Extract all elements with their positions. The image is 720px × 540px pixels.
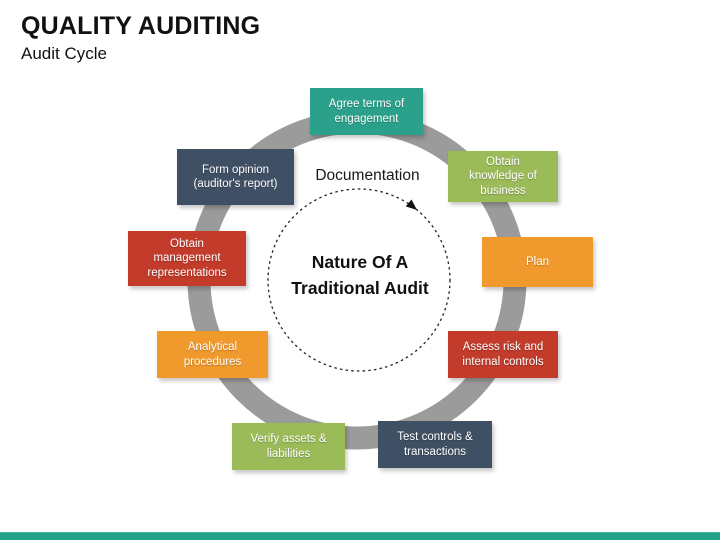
step-verify-assets: Verify assets & liabilities (232, 423, 345, 470)
step-analytical-procedures: Analytical procedures (157, 331, 268, 378)
step-obtain-management: Obtain management representations (128, 231, 246, 286)
cycle-center-line1: Nature Of A (311, 252, 409, 272)
cycle-center-label: Nature Of A Traditional Audit (270, 249, 450, 301)
step-agree-terms: Agree terms of engagement (310, 88, 423, 135)
step-plan: Plan (482, 237, 593, 287)
documentation-dashed-circle (267, 188, 451, 372)
step-obtain-knowledge: Obtain knowledge of business (448, 151, 558, 202)
cycle-center-line2: Traditional Audit (291, 278, 429, 298)
step-assess-risk: Assess risk and internal controls (448, 331, 558, 378)
step-form-opinion: Form opinion (auditor's report) (177, 149, 294, 205)
footer-accent-bar (0, 532, 720, 540)
slide-title: QUALITY AUDITING (21, 12, 261, 40)
step-test-controls: Test controls & transactions (378, 421, 492, 468)
clockwise-arrow-icon (405, 199, 417, 210)
documentation-label: Documentation (315, 167, 420, 184)
slide-subtitle: Audit Cycle (21, 44, 107, 63)
